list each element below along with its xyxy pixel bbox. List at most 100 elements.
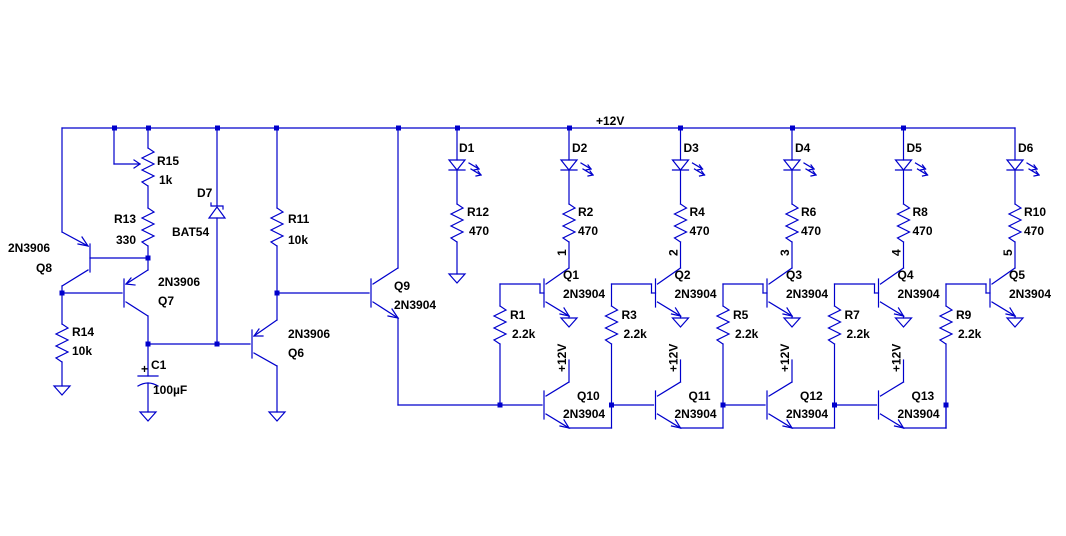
r13-value: 330 bbox=[116, 233, 136, 247]
transistor-q12: +12V Q12 2N3904 bbox=[722, 344, 837, 429]
transistor-q1-ref: Q1 bbox=[563, 268, 579, 282]
transistor-q3-ref: Q3 bbox=[786, 268, 802, 282]
resistor-r9: R9 2.2k bbox=[938, 283, 991, 429]
sub-supply-label-4: +12V bbox=[890, 344, 904, 372]
transistor-q2-ref: Q2 bbox=[675, 268, 691, 282]
net-label-1: 1 bbox=[555, 249, 569, 256]
transistor-q3-value: 2N3904 bbox=[786, 287, 828, 301]
transistor-q7: 2N3906 Q7 bbox=[59, 257, 200, 345]
net-label-2: 2 bbox=[667, 249, 681, 256]
resistor-r1-ref: R1 bbox=[510, 308, 526, 322]
transistor-q12-ref: Q12 bbox=[800, 389, 823, 403]
d7-value: BAT54 bbox=[172, 225, 209, 239]
resistor-r12: R12 470 bbox=[447, 203, 489, 284]
transistor-q11-value: 2N3904 bbox=[675, 407, 717, 421]
diode-d7: D7 BAT54 bbox=[172, 127, 227, 345]
c1-ref: C1 bbox=[151, 358, 167, 372]
r14-value: 10k bbox=[72, 344, 92, 358]
led-d6-ref: D6 bbox=[1018, 141, 1034, 155]
transistor-q8: 2N3906 Q8 bbox=[8, 127, 149, 294]
net-label-5: 5 bbox=[1001, 249, 1015, 256]
transistor-q4: Q4 2N3904 bbox=[877, 267, 940, 328]
transistor-q9: Q9 2N3904 bbox=[276, 127, 503, 408]
resistor-r3: R3 2.2k bbox=[604, 283, 657, 406]
resistor-r8-ref: R8 bbox=[913, 205, 929, 219]
svg-text:+: + bbox=[141, 362, 148, 376]
resistor-r10-value: 470 bbox=[1024, 224, 1044, 238]
q6-ref: Q6 bbox=[288, 346, 304, 360]
net-label-3: 3 bbox=[778, 249, 792, 256]
transistor-q12-value: 2N3904 bbox=[786, 407, 828, 421]
transistor-q13: +12V Q13 2N3904 bbox=[833, 344, 949, 429]
sub-supply-label-1: +12V bbox=[555, 344, 569, 372]
transistor-q13-ref: Q13 bbox=[912, 389, 935, 403]
r11-value: 10k bbox=[288, 233, 308, 247]
resistor-r1-value: 2.2k bbox=[512, 327, 536, 341]
r13-ref: R13 bbox=[114, 212, 136, 226]
transistor-q10-value: 2N3904 bbox=[563, 407, 605, 421]
supply-rail: +12V bbox=[61, 114, 1016, 131]
resistor-r7-ref: R7 bbox=[845, 308, 861, 322]
led-d4-ref: D4 bbox=[795, 141, 811, 155]
resistor-r4-ref: R4 bbox=[690, 205, 706, 219]
transistor-q1-value: 2N3904 bbox=[563, 287, 605, 301]
q7-value: 2N3906 bbox=[158, 275, 200, 289]
resistor-r9-ref: R9 bbox=[956, 308, 972, 322]
resistor-r6: R6 470 3 bbox=[778, 203, 821, 269]
supply-rail-label: +12V bbox=[596, 114, 624, 128]
resistor-r14: R14 10k bbox=[52, 292, 94, 396]
sub-supply-label-3: +12V bbox=[778, 344, 792, 372]
q6-value: 2N3906 bbox=[288, 327, 330, 341]
led-d2-ref: D2 bbox=[572, 141, 588, 155]
transistor-q3: Q3 2N3904 bbox=[766, 267, 828, 328]
transistor-q4-value: 2N3904 bbox=[898, 287, 940, 301]
transistor-q1: Q1 2N3904 bbox=[543, 267, 605, 328]
resistor-r2: R2 470 1 bbox=[555, 203, 598, 269]
led-d3: D3 bbox=[671, 127, 706, 205]
led-d6: D6 bbox=[1005, 127, 1041, 205]
d7-ref: D7 bbox=[197, 186, 213, 200]
led-d3-ref: D3 bbox=[684, 141, 700, 155]
transistor-q13-value: 2N3904 bbox=[898, 407, 940, 421]
resistor-r3-ref: R3 bbox=[622, 308, 638, 322]
resistor-r9-value: 2.2k bbox=[958, 327, 982, 341]
resistor-r2-value: 470 bbox=[578, 224, 598, 238]
resistor-r6-ref: R6 bbox=[801, 205, 817, 219]
resistor-r3-value: 2.2k bbox=[624, 327, 648, 341]
led-d5: D5 bbox=[894, 127, 929, 205]
resistor-r6-value: 470 bbox=[801, 224, 821, 238]
resistor-r2-ref: R2 bbox=[578, 205, 594, 219]
resistor-r5: R5 2.2k bbox=[715, 283, 768, 406]
r14-ref: R14 bbox=[72, 325, 94, 339]
r12-value: 470 bbox=[469, 224, 489, 238]
r15-value: 1k bbox=[159, 173, 173, 187]
q8-ref: Q8 bbox=[36, 261, 52, 275]
q7-ref: Q7 bbox=[158, 294, 174, 308]
sub-supply-label-2: +12V bbox=[667, 344, 681, 372]
led-d5-ref: D5 bbox=[907, 141, 923, 155]
q9-value: 2N3904 bbox=[394, 298, 436, 312]
resistor-r5-value: 2.2k bbox=[735, 327, 759, 341]
transistor-q4-ref: Q4 bbox=[898, 268, 914, 282]
resistor-r5-ref: R5 bbox=[733, 308, 749, 322]
led-driver-stages: D2R24701Q12N3904R12.2k+12VQ102N3904D3R44… bbox=[492, 127, 1051, 429]
transistor-q11-ref: Q11 bbox=[689, 389, 711, 403]
q9-ref: Q9 bbox=[394, 279, 410, 293]
transistor-q6: 2N3906 Q6 bbox=[216, 292, 330, 422]
r12-ref: R12 bbox=[467, 205, 489, 219]
resistor-r1: R1 2.2k bbox=[492, 283, 545, 406]
led-d4: D4 bbox=[782, 127, 818, 205]
resistor-r7: R72.2k bbox=[827, 283, 880, 406]
